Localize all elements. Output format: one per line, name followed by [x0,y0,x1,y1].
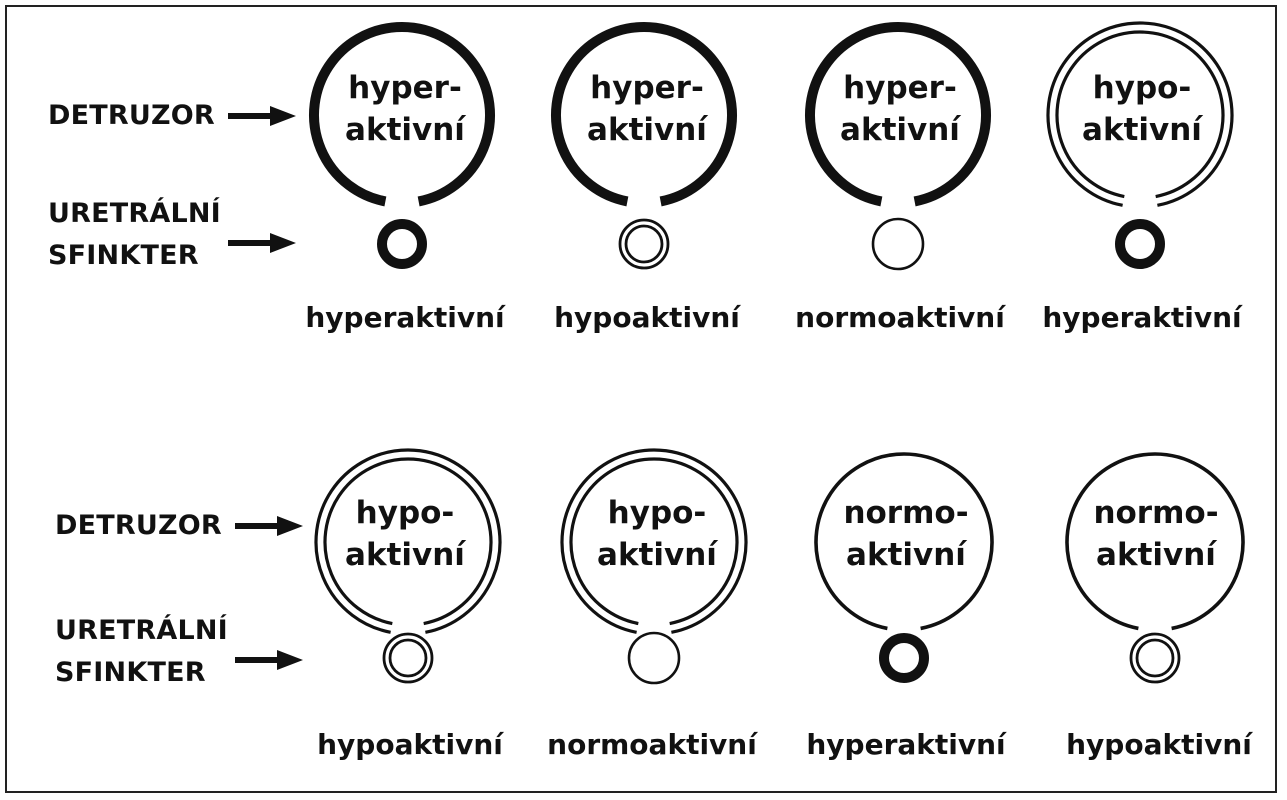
sphincter-label-line2-row1: SFINKTER [48,240,199,271]
detrusor-double-arc-outer [314,448,502,634]
detruzor-label-row2: DETRUZOR [55,510,222,541]
detrusor-double-arc-outer [560,448,748,634]
detruzor-text-line1: normo- [843,495,969,531]
detruzor-text-line1: hypo- [355,495,455,531]
detruzor-text-line1: hyper- [590,70,704,106]
sphincter-label-line2-row2: SFINKTER [55,657,206,688]
sphincter-state-label: hypoaktivní [554,301,740,334]
detruzor-text-line2: aktivní [587,112,707,148]
sphincter-double-ring-inner [624,224,664,264]
sphincter-thick-ring [879,633,929,683]
detrusor-double-arc-inner [1055,30,1225,199]
arrow-right-icon [235,516,303,536]
detruzor-text-line1: normo- [1093,495,1219,531]
detruzor-text-line2: aktivní [597,537,717,573]
detruzor-text-line1: hypo- [1092,70,1192,106]
sphincter-thin-ring [871,217,925,271]
detrusor-thick-arc [551,22,737,207]
detrusor-thick-arc [805,22,991,207]
arrow-right-icon [235,650,303,670]
arrow-right-icon [228,233,296,253]
detrusor-double-arc-inner [569,457,739,626]
detruzor-text-line2: aktivní [345,537,465,573]
sphincter-state-label: hypoaktivní [1066,728,1252,761]
sphincter-label-line1-row1: URETRÁLNÍ [48,198,221,229]
sphincter-double-ring-outer [382,632,434,684]
sphincter-double-ring-inner [388,638,428,678]
sphincter-state-label: normoaktivní [795,301,1005,334]
detrusor-double-arc-outer [1046,21,1234,207]
detrusor-thin-arc [1065,452,1245,631]
detruzor-text-line1: hypo- [607,495,707,531]
detruzor-text-line2: aktivní [345,112,465,148]
detrusor-double-arc-inner [323,457,493,626]
detruzor-text-line2: aktivní [1082,112,1202,148]
sphincter-double-ring-outer [618,218,670,270]
detruzor-text-line2: aktivní [1096,537,1216,573]
detruzor-text-line1: hyper- [348,70,462,106]
detruzor-label-row1: DETRUZOR [48,100,215,131]
detrusor-thin-arc [814,452,994,631]
figure-frame [5,5,1277,793]
detruzor-text-line1: hyper- [843,70,957,106]
sphincter-double-ring-outer [1129,632,1181,684]
arrow-right-icon [228,106,296,126]
detrusor-thick-arc [309,22,495,207]
sphincter-state-label: hyperaktivní [305,301,505,334]
sphincter-state-label: hypoaktivní [317,728,503,761]
sphincter-double-ring-inner [1135,638,1175,678]
sphincter-thin-ring [627,631,681,685]
sphincter-thick-ring [1115,219,1165,269]
sphincter-state-label: normoaktivní [547,728,757,761]
sphincter-label-line1-row2: URETRÁLNÍ [55,615,228,646]
sphincter-state-label: hyperaktivní [806,728,1006,761]
detruzor-text-line2: aktivní [846,537,966,573]
detruzor-text-line2: aktivní [840,112,960,148]
sphincter-state-label: hyperaktivní [1042,301,1242,334]
sphincter-thick-ring [377,219,427,269]
